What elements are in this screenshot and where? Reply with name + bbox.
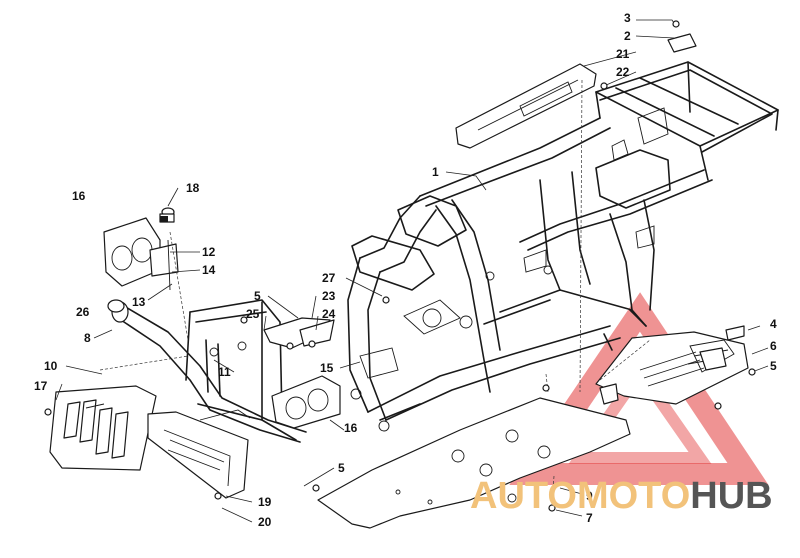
nut-icon	[548, 504, 556, 512]
callout-20: 20	[258, 515, 272, 529]
watermark-hub: HUB	[690, 475, 772, 517]
callout-27: 27	[322, 271, 336, 285]
bolt-icon	[160, 216, 168, 222]
main-frame	[347, 61, 779, 432]
callout-4: 4	[770, 317, 777, 331]
callout-14: 14	[202, 263, 216, 277]
bolt-icon	[44, 408, 52, 416]
callout-labels: 3 2 21 22 1 16 18 12 14 13 27 5 23 25 24…	[34, 11, 777, 529]
callout-23: 23	[322, 289, 336, 303]
skid-plate	[317, 397, 631, 529]
headlight-front-lower	[271, 375, 341, 429]
mesh-guard	[147, 411, 249, 499]
callout-6: 6	[770, 339, 777, 353]
watermark-moto: MOTO	[577, 475, 690, 517]
callout-15: 15	[320, 361, 334, 375]
callout-8: 8	[84, 331, 91, 345]
bolt-icon	[382, 296, 390, 304]
front-grille-plate	[49, 385, 157, 471]
callout-13: 13	[132, 295, 146, 309]
callout-24: 24	[322, 307, 336, 321]
nut-icon	[672, 20, 680, 28]
bolt-icon	[214, 492, 222, 500]
callout-10: 10	[44, 359, 58, 373]
callout-19: 19	[258, 495, 272, 509]
callout-3: 3	[624, 11, 631, 25]
callout-16-lower: 16	[344, 421, 358, 435]
headlight-bracket	[263, 317, 335, 349]
callout-5-right: 5	[770, 359, 777, 373]
callout-17: 17	[34, 379, 48, 393]
callout-1: 1	[432, 165, 439, 179]
bolt-icon	[312, 484, 320, 492]
bolt-icon	[240, 316, 248, 324]
rack-plate	[667, 33, 697, 53]
bolt-icon	[542, 384, 550, 392]
callout-5-bottom: 5	[338, 461, 345, 475]
bolt-icon	[714, 402, 722, 410]
callout-21: 21	[616, 47, 630, 61]
callout-2: 2	[624, 29, 631, 43]
callout-9: 9	[586, 489, 593, 503]
end-cap	[107, 299, 125, 313]
nut-icon	[748, 368, 756, 376]
callout-22: 22	[616, 65, 630, 79]
watermark-logo: AUTOMOTOHUB	[470, 475, 773, 517]
bolt-icon	[308, 340, 316, 348]
fasteners	[44, 20, 756, 512]
front-bumper	[111, 299, 307, 443]
leader-lines	[55, 19, 769, 523]
svg-text:AUTOMOTOHUB: AUTOMOTOHUB	[470, 475, 773, 517]
bolt-icon	[286, 342, 294, 350]
callout-12: 12	[202, 245, 216, 259]
nut-icon	[600, 82, 608, 90]
callout-18: 18	[186, 181, 200, 195]
heat-shield	[455, 63, 597, 149]
callout-7: 7	[586, 511, 593, 525]
callout-26: 26	[76, 305, 90, 319]
callout-5-top: 5	[254, 289, 261, 303]
callout-16-upper: 16	[72, 189, 86, 203]
callout-25: 25	[246, 307, 260, 321]
callout-11: 11	[218, 365, 231, 379]
watermark-auto: AUTO	[470, 475, 577, 517]
footrest-right	[595, 325, 749, 405]
